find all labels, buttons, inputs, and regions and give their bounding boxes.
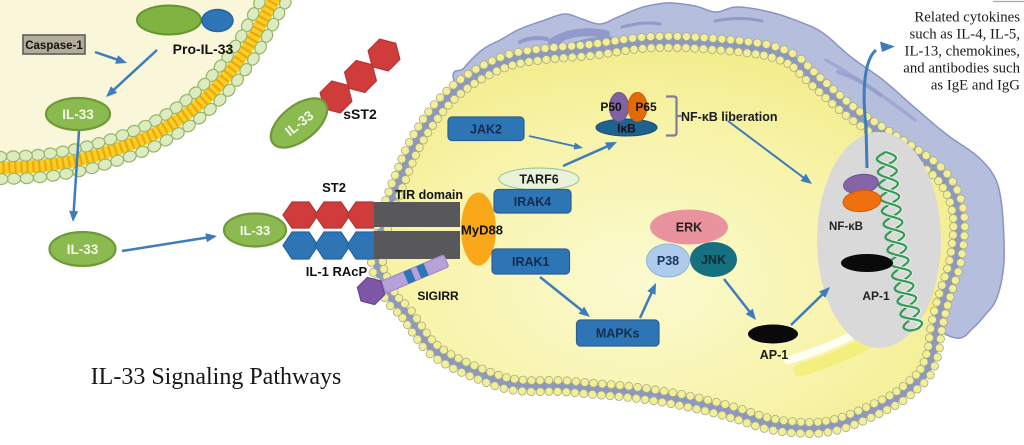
svg-text:sST2: sST2: [343, 106, 377, 122]
svg-text:IRAK4: IRAK4: [514, 195, 552, 209]
svg-text:TIR domain: TIR domain: [395, 188, 463, 202]
svg-text:as IgE and IgG: as IgE and IgG: [931, 78, 1020, 94]
svg-text:NF-κB: NF-κB: [829, 221, 863, 233]
svg-text:IL-33: IL-33: [62, 107, 94, 122]
svg-text:ST2: ST2: [322, 180, 346, 195]
svg-text:TARF6: TARF6: [519, 173, 558, 187]
svg-text:JNK: JNK: [701, 253, 726, 267]
svg-text:Pro-IL-33: Pro-IL-33: [173, 41, 234, 57]
svg-text:IκB: IκB: [617, 122, 636, 136]
svg-text:and antibodies such: and antibodies such: [903, 61, 1020, 77]
svg-text:Caspase-1: Caspase-1: [25, 40, 83, 52]
svg-text:P65: P65: [635, 100, 657, 114]
svg-text:such as IL-4, IL-5,: such as IL-4, IL-5,: [909, 27, 1020, 43]
svg-text:P38: P38: [657, 254, 679, 268]
svg-text:JAK2: JAK2: [470, 122, 502, 136]
svg-text:ERK: ERK: [676, 221, 702, 235]
svg-text:MyD88: MyD88: [461, 223, 503, 238]
svg-text:AP-1: AP-1: [760, 348, 789, 362]
svg-text:MAPKs: MAPKs: [596, 327, 640, 341]
svg-text:IL-1 RAcP: IL-1 RAcP: [306, 264, 368, 279]
svg-text:IL-33: IL-33: [67, 242, 99, 257]
svg-text:IL-33: IL-33: [240, 223, 270, 238]
svg-text:AP-1: AP-1: [862, 289, 890, 303]
svg-text:Related cytokines: Related cytokines: [914, 10, 1020, 26]
svg-text:IL-33 Signaling Pathways: IL-33 Signaling Pathways: [91, 364, 342, 390]
svg-text:IL-13, chemokines,: IL-13, chemokines,: [905, 44, 1020, 60]
svg-text:NF-κB liberation: NF-κB liberation: [681, 110, 778, 124]
svg-text:SIGIRR: SIGIRR: [417, 289, 459, 303]
svg-text:P50: P50: [600, 100, 622, 114]
svg-text:IRAK1: IRAK1: [512, 255, 550, 269]
